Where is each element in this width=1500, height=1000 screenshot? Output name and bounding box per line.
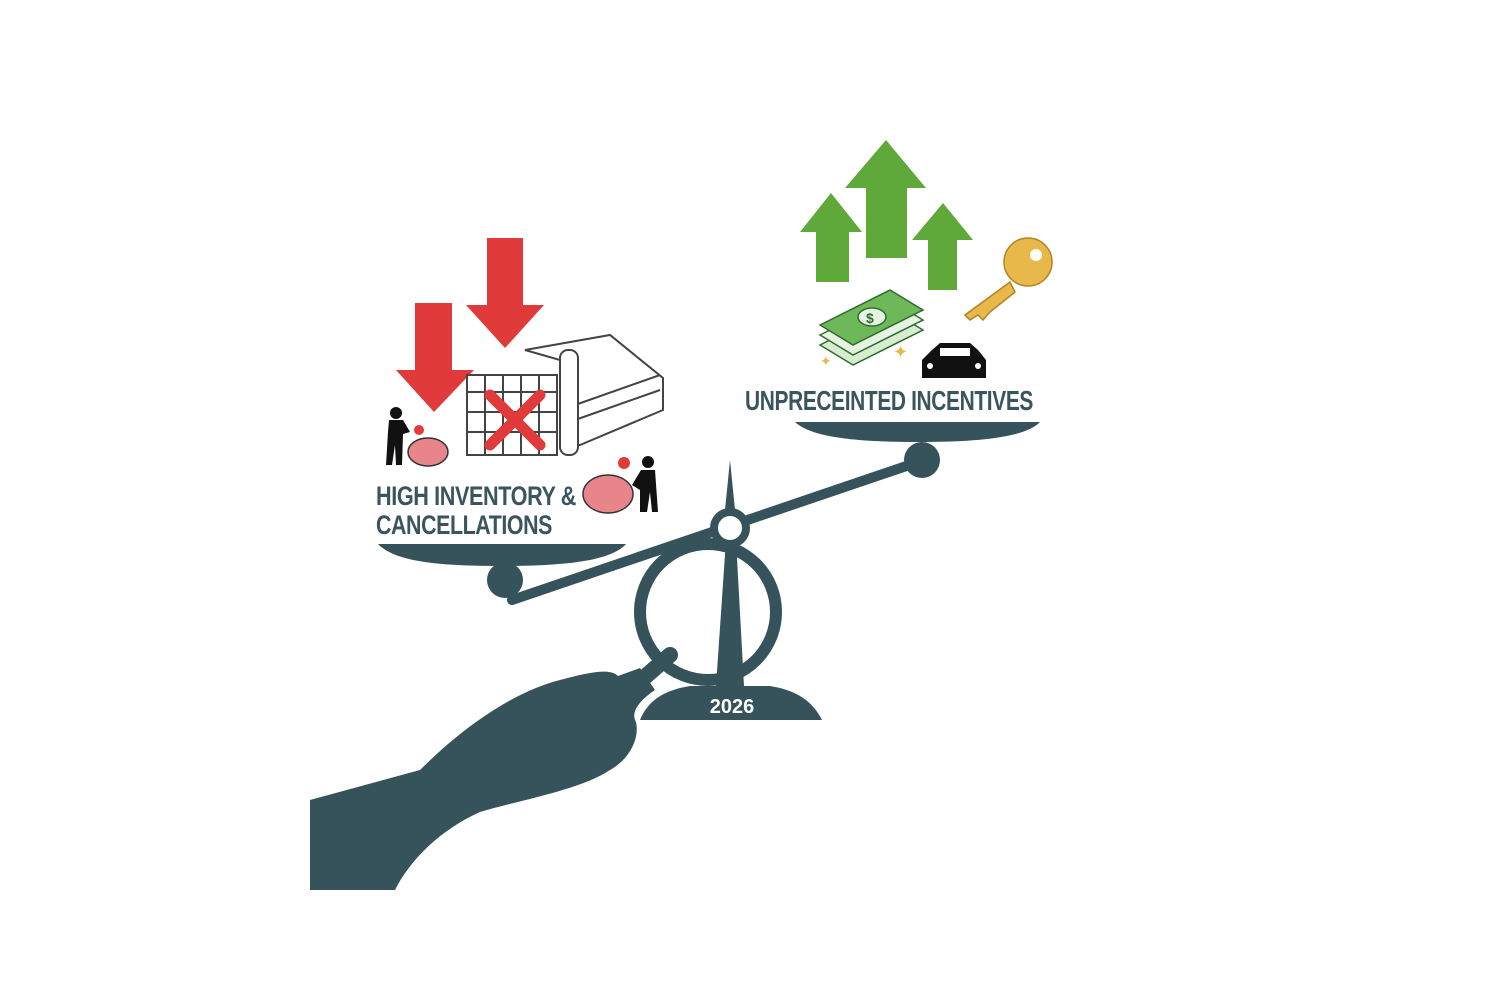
scale-pillar: [716, 540, 744, 686]
scale-base: [640, 686, 822, 720]
cash-stack-icon: [818, 289, 925, 366]
down-arrow-icon: [466, 238, 544, 348]
magnifier-lens: [634, 538, 782, 686]
right-pan: [795, 422, 1040, 442]
coin-icon: [414, 425, 424, 435]
car-icon: [922, 343, 986, 378]
hand-silhouette: [310, 668, 655, 890]
person-icon: [386, 407, 410, 465]
sparkle-icon: ✦: [893, 342, 908, 362]
dollar-sign-icon: $: [866, 310, 874, 326]
right-pan-label: UNPRECEINTED INCENTIVES: [745, 385, 1033, 416]
up-arrow-icon: [800, 193, 862, 282]
blueprint-rolls-icon: [524, 333, 664, 456]
person-icon: [632, 456, 658, 512]
year-label: 2026: [710, 696, 755, 718]
coin-icon: [618, 457, 630, 469]
left-pan-hanger: [487, 562, 523, 598]
sparkle-icon: ✦: [820, 355, 832, 370]
piggy-bank-icon: [407, 437, 449, 467]
key-icon: [963, 237, 1053, 322]
down-arrow-icon: [396, 303, 474, 412]
up-arrow-icon: [845, 140, 926, 258]
piggy-bank-icon: [582, 474, 634, 514]
left-pan-label-line2: CANCELLATIONS: [376, 510, 552, 540]
right-pan-hanger: [904, 442, 940, 478]
scale-needle: [724, 460, 736, 520]
up-arrow-icon: [912, 203, 973, 290]
left-pan-label-line1: HIGH INVENTORY &: [376, 481, 576, 511]
scale-pivot: [710, 508, 750, 548]
cancel-x-icon: [484, 389, 546, 451]
left-pan: [378, 544, 626, 566]
